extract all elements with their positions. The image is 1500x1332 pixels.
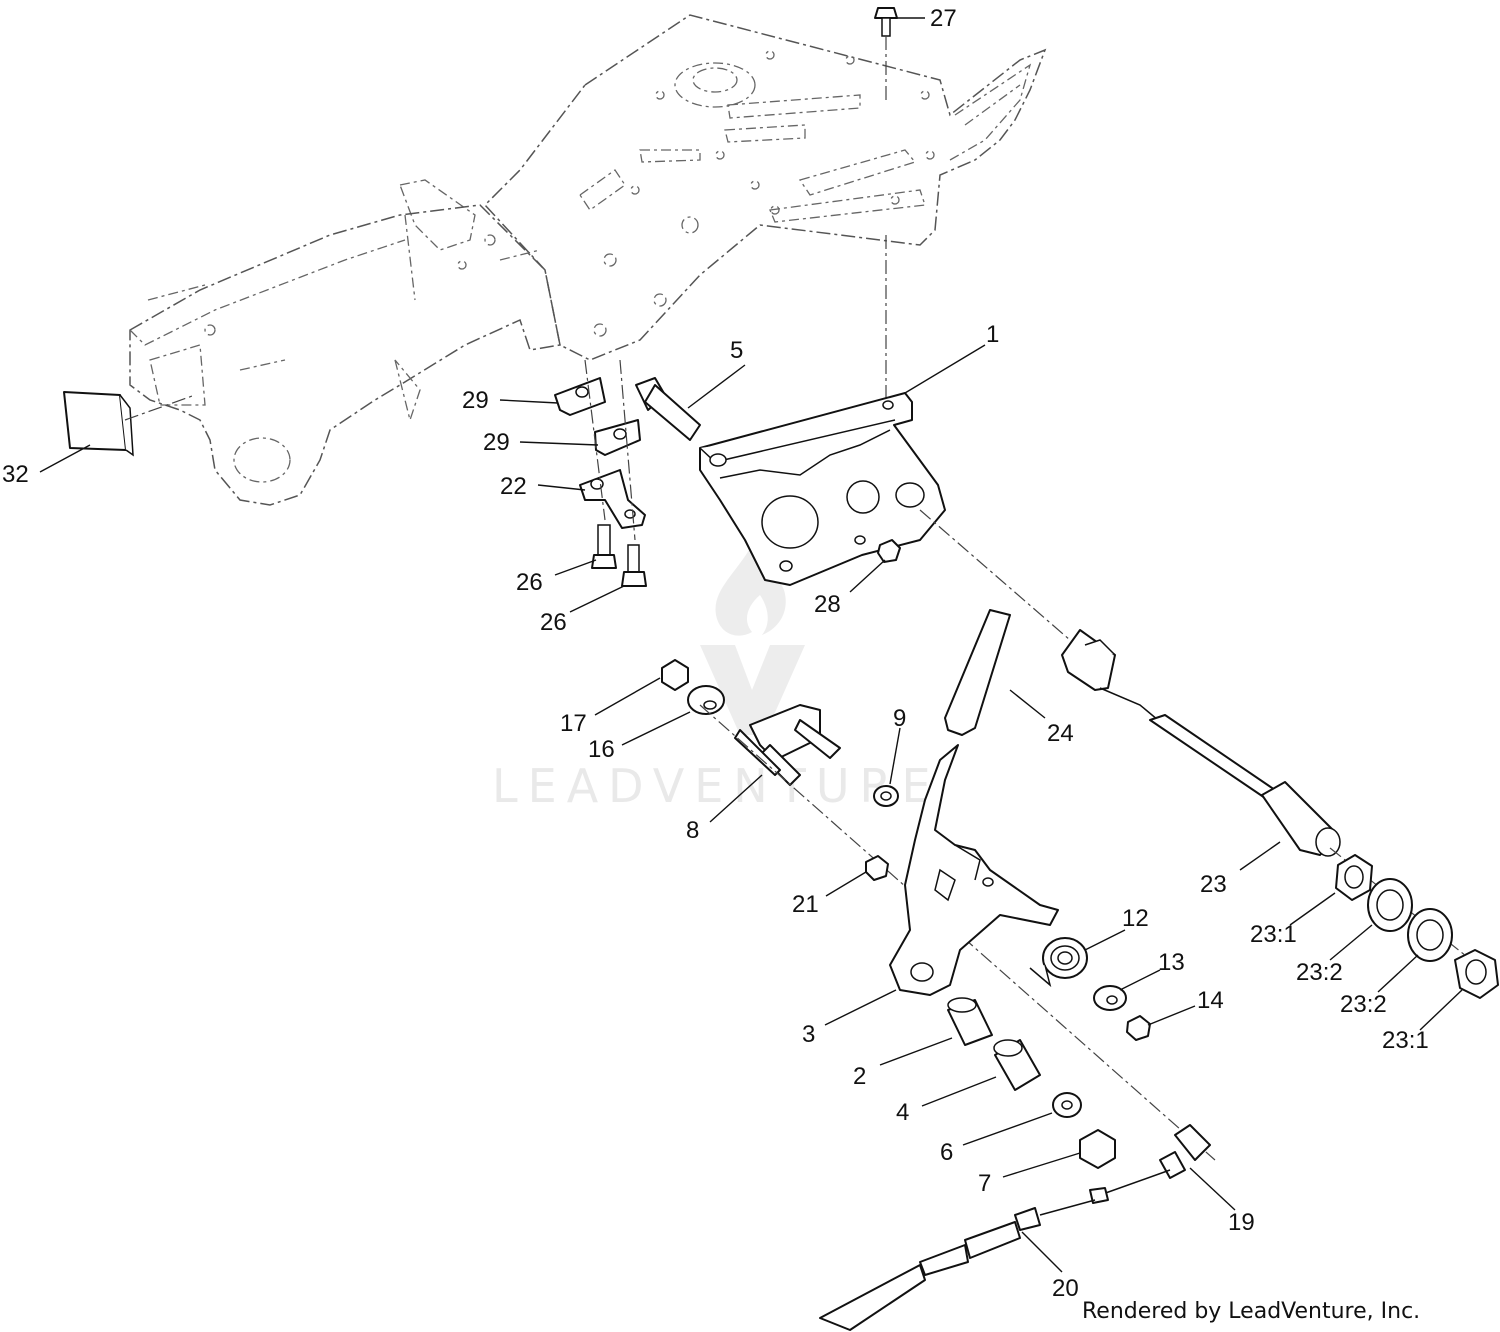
part-23-1-nut-lower (1454, 949, 1499, 999)
part-23-2-lockwasher-lower (1407, 908, 1453, 962)
callout-5: 5 (730, 337, 743, 364)
callout-9: 9 (893, 705, 906, 732)
part-28-nut (877, 539, 901, 563)
part-9-bushing (873, 785, 899, 807)
callout-29-lower: 29 (483, 429, 510, 456)
part-29-clip-lower (594, 419, 641, 456)
callout-14: 14 (1197, 987, 1224, 1014)
callout-23-2-upper: 23:2 (1296, 959, 1343, 986)
callout-7: 7 (978, 1170, 991, 1197)
part-26-bolt-right (621, 544, 647, 587)
part-20-cable (819, 1169, 1171, 1331)
callout-8: 8 (686, 817, 699, 844)
callout-32: 32 (2, 461, 29, 488)
callout-13: 13 (1158, 949, 1185, 976)
callout-23-1-lower: 23:1 (1382, 1027, 1429, 1054)
part-26-bolt-left (591, 524, 617, 569)
part-32-end-cap (63, 391, 134, 457)
watermark-text: LEADVENTURE (492, 759, 941, 813)
callout-20: 20 (1052, 1275, 1079, 1302)
leader-lines (39, 17, 1463, 1273)
callout-29-upper: 29 (462, 387, 489, 414)
part-3-lever-arm (889, 744, 1059, 996)
watermark: LEADVENTURE (492, 545, 941, 813)
render-credit: Rendered by LeadVenture, Inc. (1082, 1299, 1420, 1324)
part-19-cable-end (1159, 1124, 1211, 1179)
callout-23-1-upper: 23:1 (1250, 921, 1297, 948)
part-6-washer (1052, 1092, 1082, 1118)
callout-17: 17 (560, 710, 587, 737)
callout-16: 16 (588, 736, 615, 763)
callout-28: 28 (814, 591, 841, 618)
part-21-nut (865, 855, 889, 881)
callout-labels: 27 1 5 29 29 22 32 26 26 28 24 17 16 9 8… (2, 5, 1429, 1302)
part-12-spring (1029, 937, 1088, 988)
part-24-grip (944, 609, 1011, 736)
callout-23-2-lower: 23:2 (1340, 991, 1387, 1018)
callout-1: 1 (986, 321, 999, 348)
part-1-mount-bracket (699, 392, 946, 586)
callout-26-left: 26 (516, 569, 543, 596)
callout-24: 24 (1047, 720, 1074, 747)
callout-21: 21 (792, 891, 819, 918)
part-8-pivot (734, 704, 841, 786)
part-14-nut (1126, 1015, 1151, 1041)
part-22-bracket (579, 469, 646, 529)
part-29-clip-upper (554, 377, 606, 416)
part-7-nut (1079, 1129, 1116, 1169)
part-13-washer (1093, 985, 1127, 1011)
callout-27: 27 (930, 5, 957, 32)
part-23-2-lockwasher-upper (1367, 878, 1413, 932)
part-2-spacer (947, 997, 993, 1046)
part-16-washer (687, 685, 725, 715)
callout-12: 12 (1122, 905, 1149, 932)
part-4-bushing (993, 1039, 1041, 1091)
callout-3: 3 (802, 1021, 815, 1048)
callout-23: 23 (1200, 871, 1227, 898)
part-5-bolt (635, 377, 701, 441)
callout-19: 19 (1228, 1209, 1255, 1236)
part-17-nut (661, 659, 689, 691)
leadventure-flame-logo (700, 545, 805, 735)
callout-6: 6 (940, 1139, 953, 1166)
phantom-frame (129, 14, 1047, 506)
part-23-sensor (1061, 629, 1341, 857)
callout-26-right: 26 (540, 609, 567, 636)
callout-22: 22 (500, 473, 527, 500)
part-23-1-nut-upper (1335, 854, 1373, 901)
callout-4: 4 (896, 1099, 909, 1126)
callout-2: 2 (853, 1063, 866, 1090)
part-27-screw (874, 7, 898, 37)
